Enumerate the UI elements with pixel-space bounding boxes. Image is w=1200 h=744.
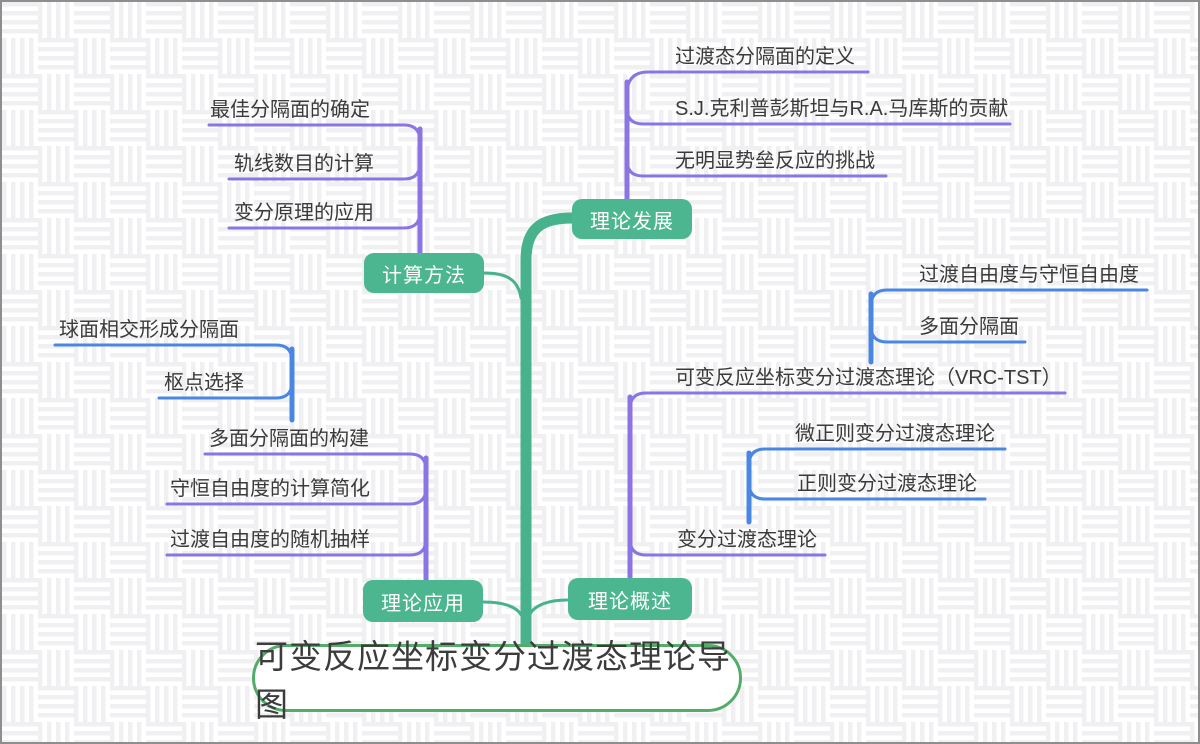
branch-node-theory-development[interactable]: 理论发展 xyxy=(572,199,692,239)
purple-branch-line xyxy=(625,106,1012,126)
subtopic-multifaceted-surface-construction[interactable]: 多面分隔面的构建 xyxy=(209,428,369,450)
purple-branch-line xyxy=(625,70,870,96)
blue-branch-line xyxy=(747,481,987,501)
trunk-line xyxy=(520,212,578,652)
branch-node-theory-overview[interactable]: 理论概述 xyxy=(568,578,692,620)
subtopic-separating-surface-definition[interactable]: 过渡态分隔面的定义 xyxy=(675,46,855,68)
link-line-calculation-methods xyxy=(482,271,523,300)
purple-branch-line xyxy=(628,391,1067,411)
subtopic-pivot-point-selection[interactable]: 枢点选择 xyxy=(164,372,244,394)
subtopic-sphere-intersection-surface[interactable]: 球面相交形成分隔面 xyxy=(59,319,239,341)
blue-branch-line xyxy=(869,324,1027,344)
subtopic-multifaceted-surface[interactable]: 多面分隔面 xyxy=(919,316,1019,338)
subtopic-klippenstein-marcus-contribution[interactable]: S.J.克利普彭斯坦与R.A.马库斯的贡献 xyxy=(675,98,1009,120)
subtopic-vtst[interactable]: 变分过渡态理论 xyxy=(677,529,817,551)
purple-branch-line xyxy=(227,161,422,181)
link-line-theory-application xyxy=(481,600,524,618)
subtopic-transitional-dof-sampling[interactable]: 过渡自由度的随机抽样 xyxy=(170,529,370,551)
subtopic-trajectory-count-calculation[interactable]: 轨线数目的计算 xyxy=(234,153,374,175)
purple-branch-line xyxy=(165,537,428,557)
subtopic-best-surface-determination[interactable]: 最佳分隔面的确定 xyxy=(210,99,370,121)
subtopic-microcanonical-vtst[interactable]: 微正则变分过渡态理论 xyxy=(795,423,995,445)
blue-branch-line xyxy=(157,380,294,400)
purple-branch-line xyxy=(207,123,422,143)
purple-branch-line xyxy=(227,210,422,230)
branch-node-theory-application[interactable]: 理论应用 xyxy=(363,580,483,622)
subtopic-variational-principle-application[interactable]: 变分原理的应用 xyxy=(234,202,374,224)
link-line-theory-overview xyxy=(528,598,569,616)
subtopic-canonical-vtst[interactable]: 正则变分过渡态理论 xyxy=(797,473,977,495)
subtopic-transitional-conserved-dof[interactable]: 过渡自由度与守恒自由度 xyxy=(919,264,1139,286)
purple-branch-line xyxy=(165,486,428,506)
purple-branch-line xyxy=(625,158,888,178)
subtopic-vrc-tst[interactable]: 可变反应坐标变分过渡态理论（VRC-TST） xyxy=(675,367,1062,389)
purple-branch-line xyxy=(628,537,827,557)
purple-branch-line xyxy=(203,452,428,472)
blue-branch-line xyxy=(747,447,1007,467)
subtopic-barrierless-reaction-challenge[interactable]: 无明显势垒反应的挑战 xyxy=(675,150,875,172)
blue-branch-line xyxy=(869,288,1149,308)
branch-node-calculation-methods[interactable]: 计算方法 xyxy=(364,253,484,293)
root-node[interactable]: 可变反应坐标变分过渡态理论导图 xyxy=(252,638,742,723)
subtopic-conserved-dof-simplification[interactable]: 守恒自由度的计算简化 xyxy=(170,478,370,500)
blue-branch-line xyxy=(53,343,294,363)
